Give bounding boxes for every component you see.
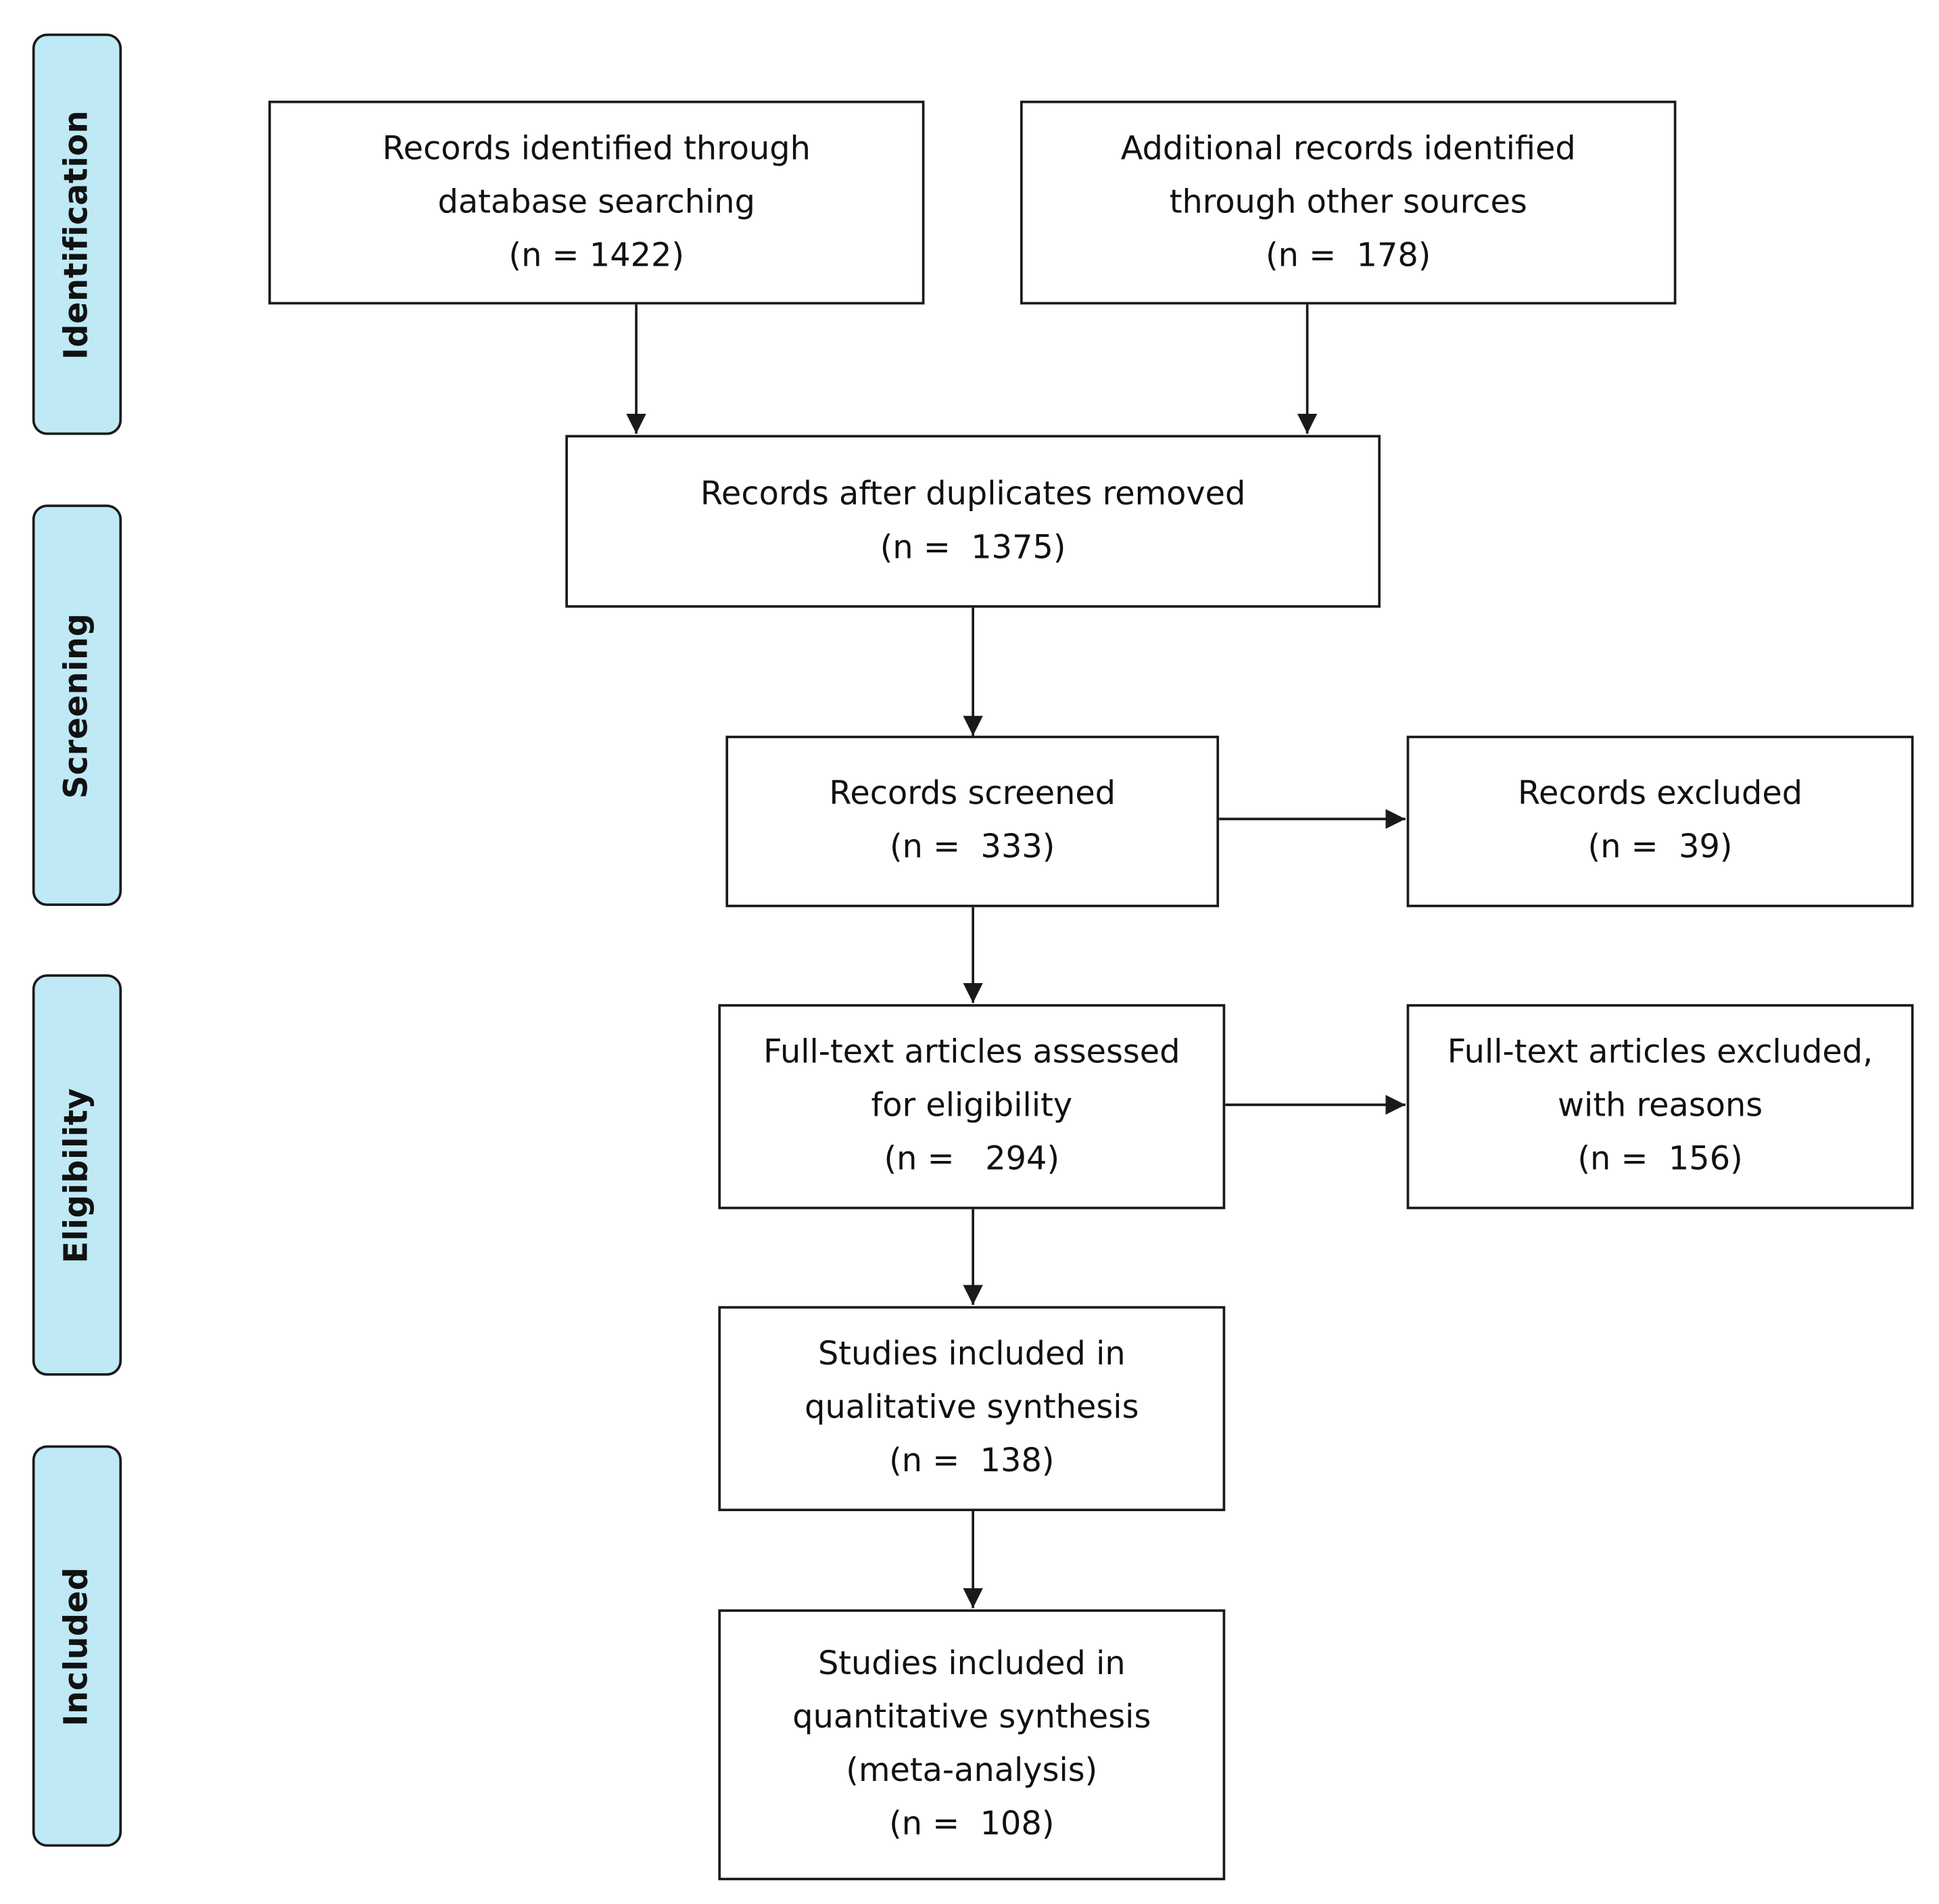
duplicates-removed-line1: Records after duplicates removed xyxy=(700,475,1246,513)
records-excluded-line1: Records excluded xyxy=(1518,775,1803,813)
records-screened-line1: Records screened xyxy=(829,775,1116,813)
other-sources-line1: Additional records identified xyxy=(1120,130,1576,168)
quantitative-count: (n = 108) xyxy=(889,1805,1055,1843)
other-sources-count: (n = 178) xyxy=(1266,237,1431,275)
stage-screening: Screening xyxy=(32,504,122,906)
fulltext-excluded-count: (n = 156) xyxy=(1577,1141,1743,1179)
other-sources-line2: through other sources xyxy=(1169,183,1527,221)
qualitative-line2: qualitative synthesis xyxy=(805,1389,1139,1427)
box-records-excluded: Records excluded (n = 39) xyxy=(1406,736,1914,907)
quantitative-line2: quantitative synthesis xyxy=(792,1698,1151,1736)
database-search-line2: database searching xyxy=(437,183,755,221)
duplicates-removed-count: (n = 1375) xyxy=(880,529,1066,567)
box-quantitative-synthesis: Studies included in quantitative synthes… xyxy=(718,1609,1226,1880)
database-search-line1: Records identified through xyxy=(382,130,811,168)
box-fulltext-excluded: Full-text articles excluded, with reason… xyxy=(1406,1004,1914,1210)
box-qualitative-synthesis: Studies included in qualitative synthesi… xyxy=(718,1306,1226,1512)
box-duplicates-removed: Records after duplicates removed (n = 13… xyxy=(565,435,1381,608)
fulltext-excluded-line2: with reasons xyxy=(1557,1087,1763,1125)
box-other-sources: Additional records identified through ot… xyxy=(1020,100,1677,305)
stage-included: Included xyxy=(32,1445,122,1847)
qualitative-line1: Studies included in xyxy=(817,1335,1126,1373)
fulltext-assessed-line2: for eligibility xyxy=(871,1087,1073,1125)
qualitative-count: (n = 138) xyxy=(889,1442,1055,1481)
box-fulltext-assessed: Full-text articles assessed for eligibil… xyxy=(718,1004,1226,1210)
fulltext-excluded-line1: Full-text articles excluded, xyxy=(1447,1034,1873,1072)
fulltext-assessed-count: (n = 294) xyxy=(884,1141,1060,1179)
stage-eligibility: Eligibility xyxy=(32,974,122,1376)
records-excluded-count: (n = 39) xyxy=(1587,828,1733,867)
stage-identification: Identification xyxy=(32,33,122,435)
box-records-screened: Records screened (n = 333) xyxy=(725,736,1220,907)
database-search-count: (n = 1422) xyxy=(508,237,685,275)
fulltext-assessed-line1: Full-text articles assessed xyxy=(763,1034,1180,1072)
records-screened-count: (n = 333) xyxy=(890,828,1055,867)
box-database-search: Records identified through database sear… xyxy=(268,100,925,305)
quantitative-line3: (meta-analysis) xyxy=(846,1752,1098,1790)
quantitative-line1: Studies included in xyxy=(817,1645,1126,1683)
